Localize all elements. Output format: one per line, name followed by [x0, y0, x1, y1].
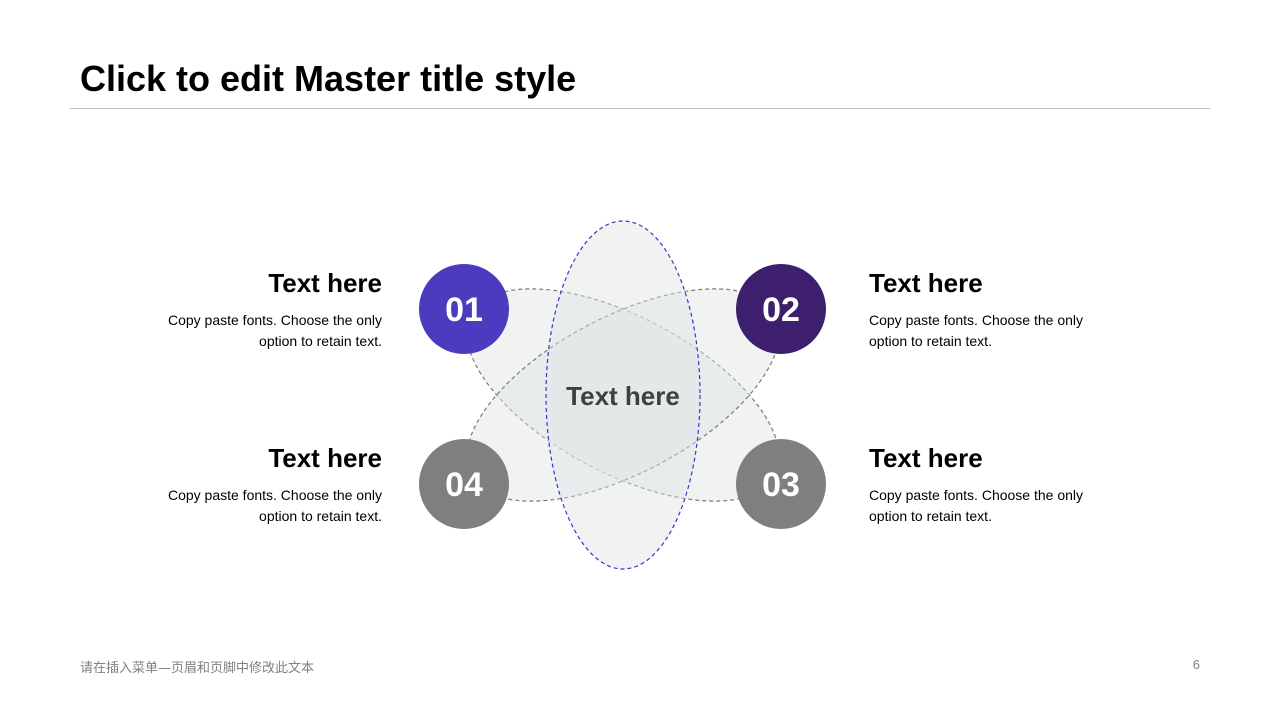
item-01-desc-line1: Copy paste fonts. Choose the only — [167, 312, 382, 328]
item-03-heading[interactable]: Text here — [869, 443, 983, 473]
node-02-number: 02 — [762, 291, 800, 329]
item-03-desc-line1: Copy paste fonts. Choose the only — [869, 487, 1084, 503]
title-divider — [70, 108, 1210, 109]
item-04-desc-line2: option to retain text. — [259, 508, 382, 524]
node-04[interactable]: 04 — [419, 439, 509, 529]
item-02-description[interactable]: Copy paste fonts. Choose the only option… — [869, 310, 1129, 352]
item-03: Text here Copy paste fonts. Choose the o… — [869, 443, 1129, 527]
node-01[interactable]: 01 — [419, 264, 509, 354]
footer-note[interactable]: 请在插入菜单—页眉和页脚中修改此文本 — [80, 661, 315, 676]
vertical-ellipse — [545, 220, 701, 570]
center-label[interactable]: Text here — [566, 381, 680, 411]
item-02-heading[interactable]: Text here — [869, 268, 983, 298]
item-03-description[interactable]: Copy paste fonts. Choose the only option… — [869, 485, 1129, 527]
item-02-desc-line2: option to retain text. — [869, 333, 992, 349]
node-03[interactable]: 03 — [736, 439, 826, 529]
item-02: Text here Copy paste fonts. Choose the o… — [869, 268, 1129, 352]
node-03-number: 03 — [762, 466, 800, 504]
item-01: Text here Copy paste fonts. Choose the o… — [122, 268, 382, 352]
slide-title[interactable]: Click to edit Master title style — [80, 58, 577, 99]
item-01-desc-line2: option to retain text. — [259, 333, 382, 349]
node-04-number: 04 — [445, 466, 483, 504]
node-02-circle — [736, 264, 826, 354]
item-01-heading[interactable]: Text here — [268, 268, 382, 298]
item-03-desc-line2: option to retain text. — [869, 508, 992, 524]
node-01-circle — [419, 264, 509, 354]
node-04-circle — [419, 439, 509, 529]
item-04-heading[interactable]: Text here — [268, 443, 382, 473]
item-04-desc-line1: Copy paste fonts. Choose the only — [167, 487, 382, 503]
node-03-circle — [736, 439, 826, 529]
item-04: Text here Copy paste fonts. Choose the o… — [122, 443, 382, 527]
item-01-description[interactable]: Copy paste fonts. Choose the only option… — [122, 310, 382, 352]
item-02-desc-line1: Copy paste fonts. Choose the only — [869, 312, 1084, 328]
node-02[interactable]: 02 — [736, 264, 826, 354]
item-04-description[interactable]: Copy paste fonts. Choose the only option… — [122, 485, 382, 527]
node-01-number: 01 — [445, 291, 483, 329]
page-number: 6 — [1192, 657, 1200, 672]
